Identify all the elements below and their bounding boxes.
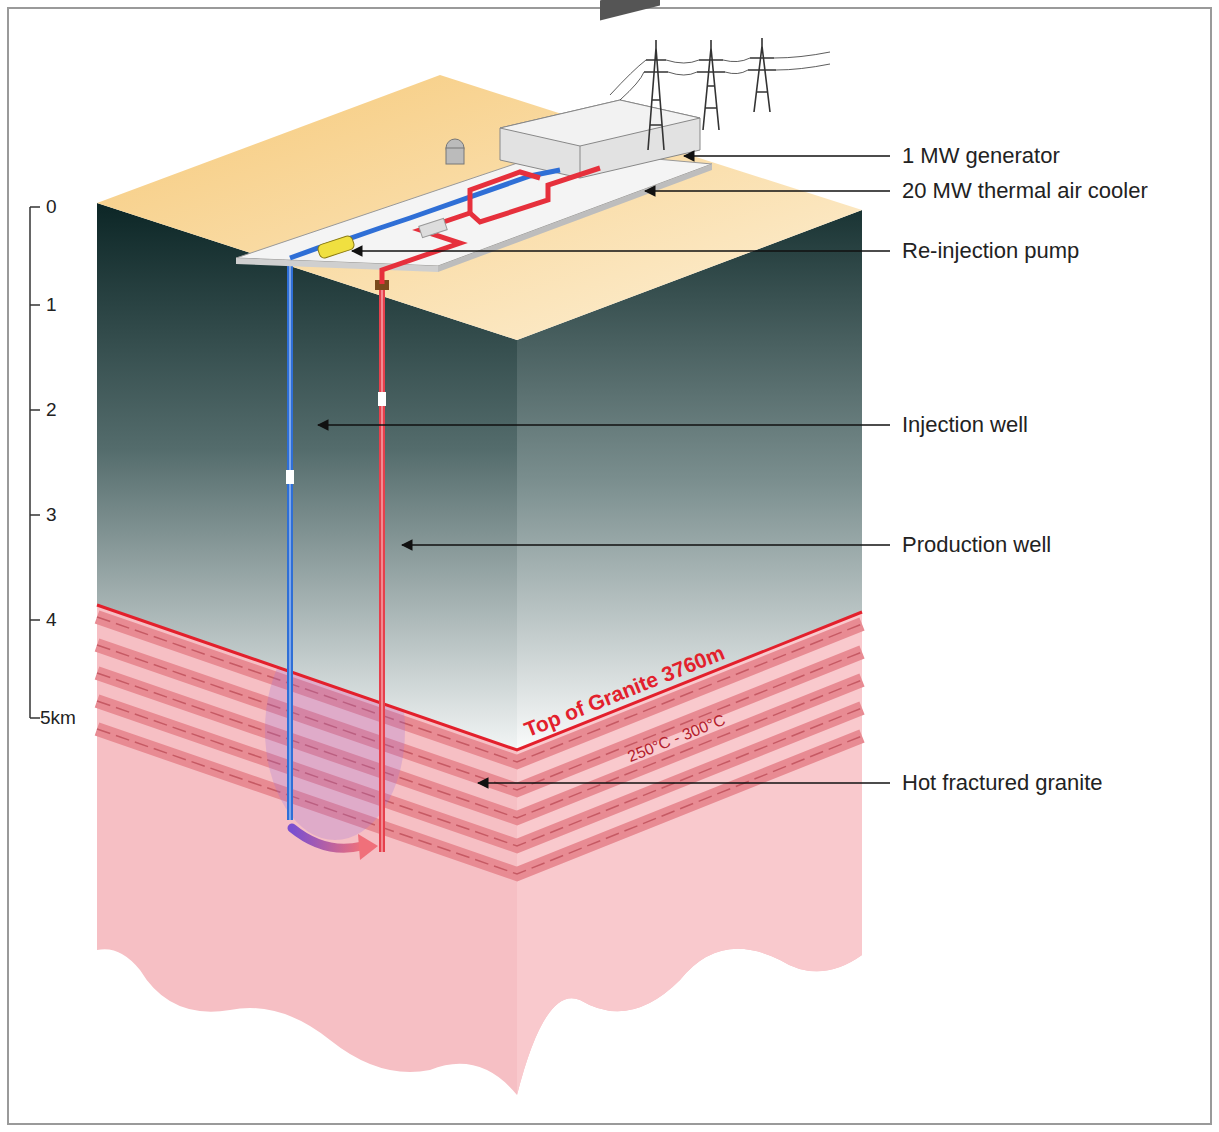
leader-lines <box>318 156 890 783</box>
frame <box>8 8 1211 1124</box>
callout-label: 20 MW thermal air cooler <box>902 178 1148 203</box>
depth-scale <box>30 207 40 718</box>
wells <box>283 252 389 860</box>
power-pylons <box>610 38 830 150</box>
temperature-label: 250°C - 300°C <box>625 711 728 767</box>
scale-number: 4 <box>46 609 57 631</box>
callout-label: 1 MW generator <box>902 143 1060 168</box>
granite-top-line <box>97 605 862 750</box>
scale-number: 5km <box>40 707 76 729</box>
ground-surface <box>97 75 862 340</box>
callout-label: Hot fractured granite <box>902 770 1103 795</box>
scale-number: 1 <box>46 294 57 316</box>
power-plant <box>236 0 712 284</box>
scale-number: 3 <box>46 504 57 526</box>
callout-label: Re-injection pump <box>902 238 1079 263</box>
callout-label: Production well <box>902 532 1051 557</box>
scale-number: 0 <box>46 196 57 218</box>
scale-number: 2 <box>46 399 57 421</box>
callout-label: Injection well <box>902 412 1028 437</box>
